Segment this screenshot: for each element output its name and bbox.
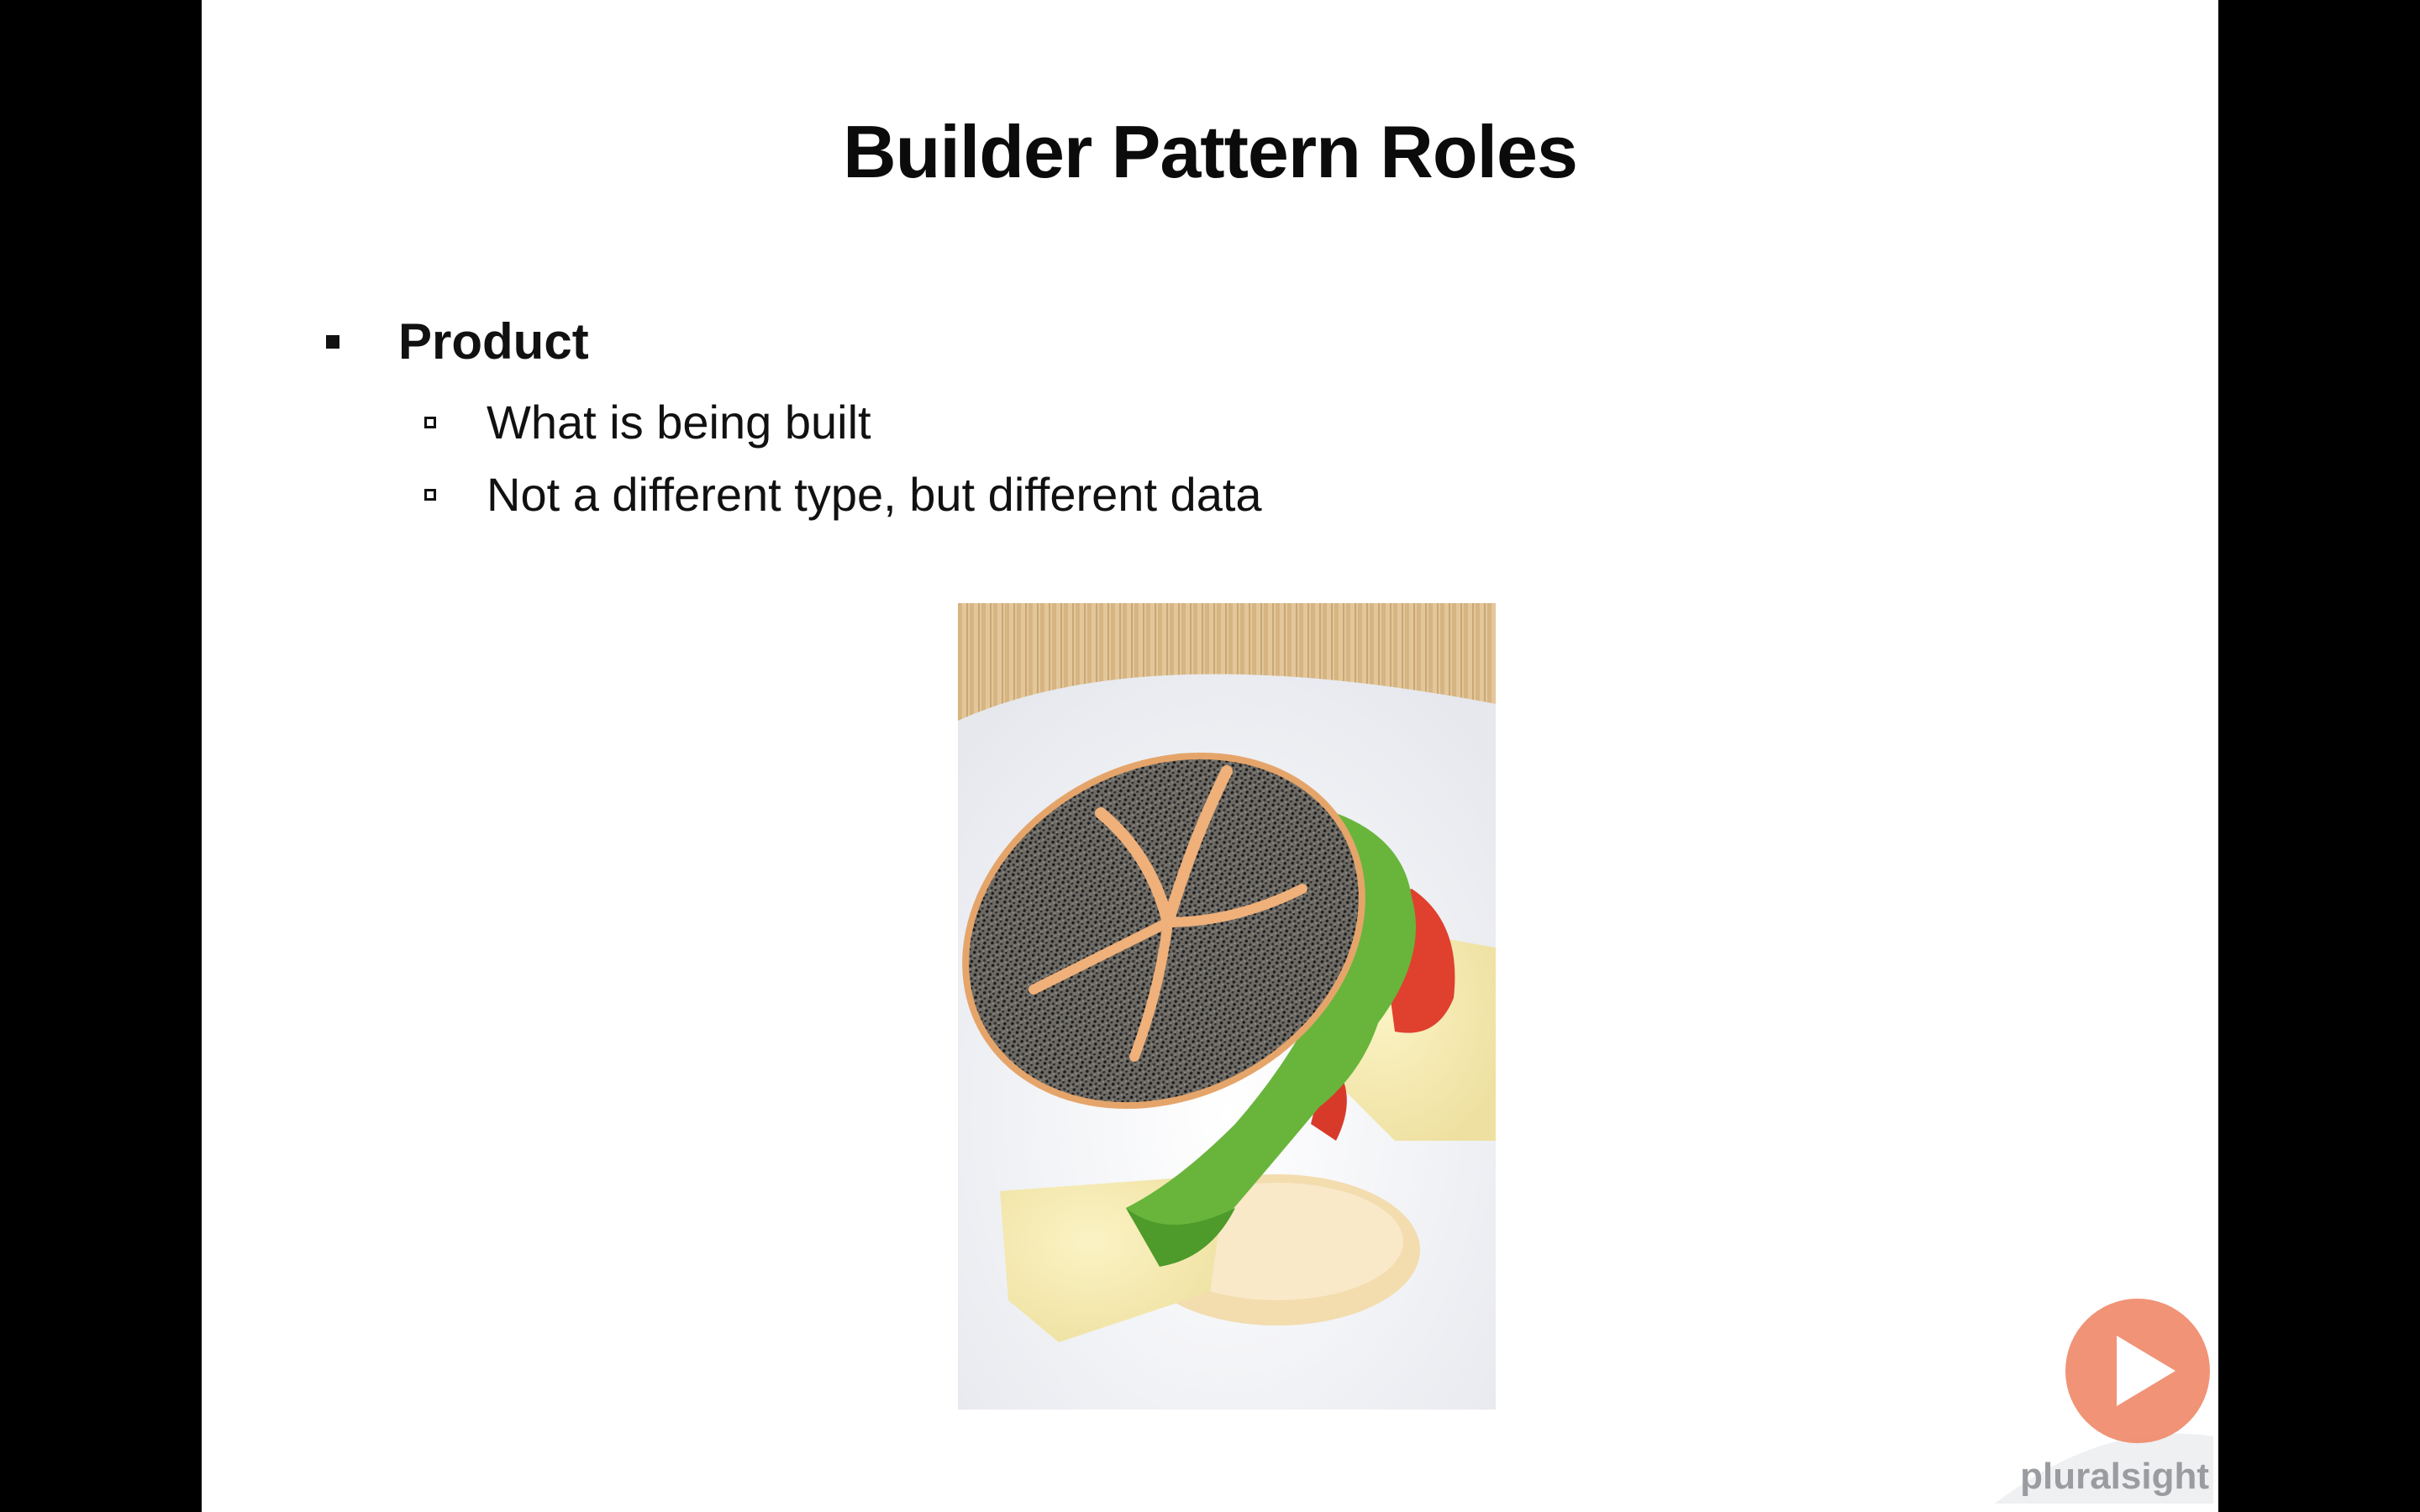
slide-title: Builder Pattern Roles [843, 110, 1578, 193]
pluralsight-logo: pluralsight [1995, 1294, 2213, 1504]
svg-text:pluralsight: pluralsight [2020, 1456, 2209, 1497]
sub-bullet-text: Not a different type, but different data [487, 468, 1262, 521]
sub-bullet-square-icon [424, 488, 436, 501]
bullet-square-icon [326, 334, 339, 349]
sandwich-photo [958, 603, 1496, 1410]
slide: Builder Pattern Roles Product What is be… [202, 0, 2218, 1512]
sub-bullet: Not a different type, but different data [424, 467, 1262, 522]
bullet-product: Product [326, 312, 589, 370]
sub-bullet: What is being built [424, 395, 871, 449]
sub-bullet-text: What is being built [487, 396, 871, 449]
sub-bullet-square-icon [424, 416, 436, 428]
bullet-label: Product [398, 313, 589, 370]
